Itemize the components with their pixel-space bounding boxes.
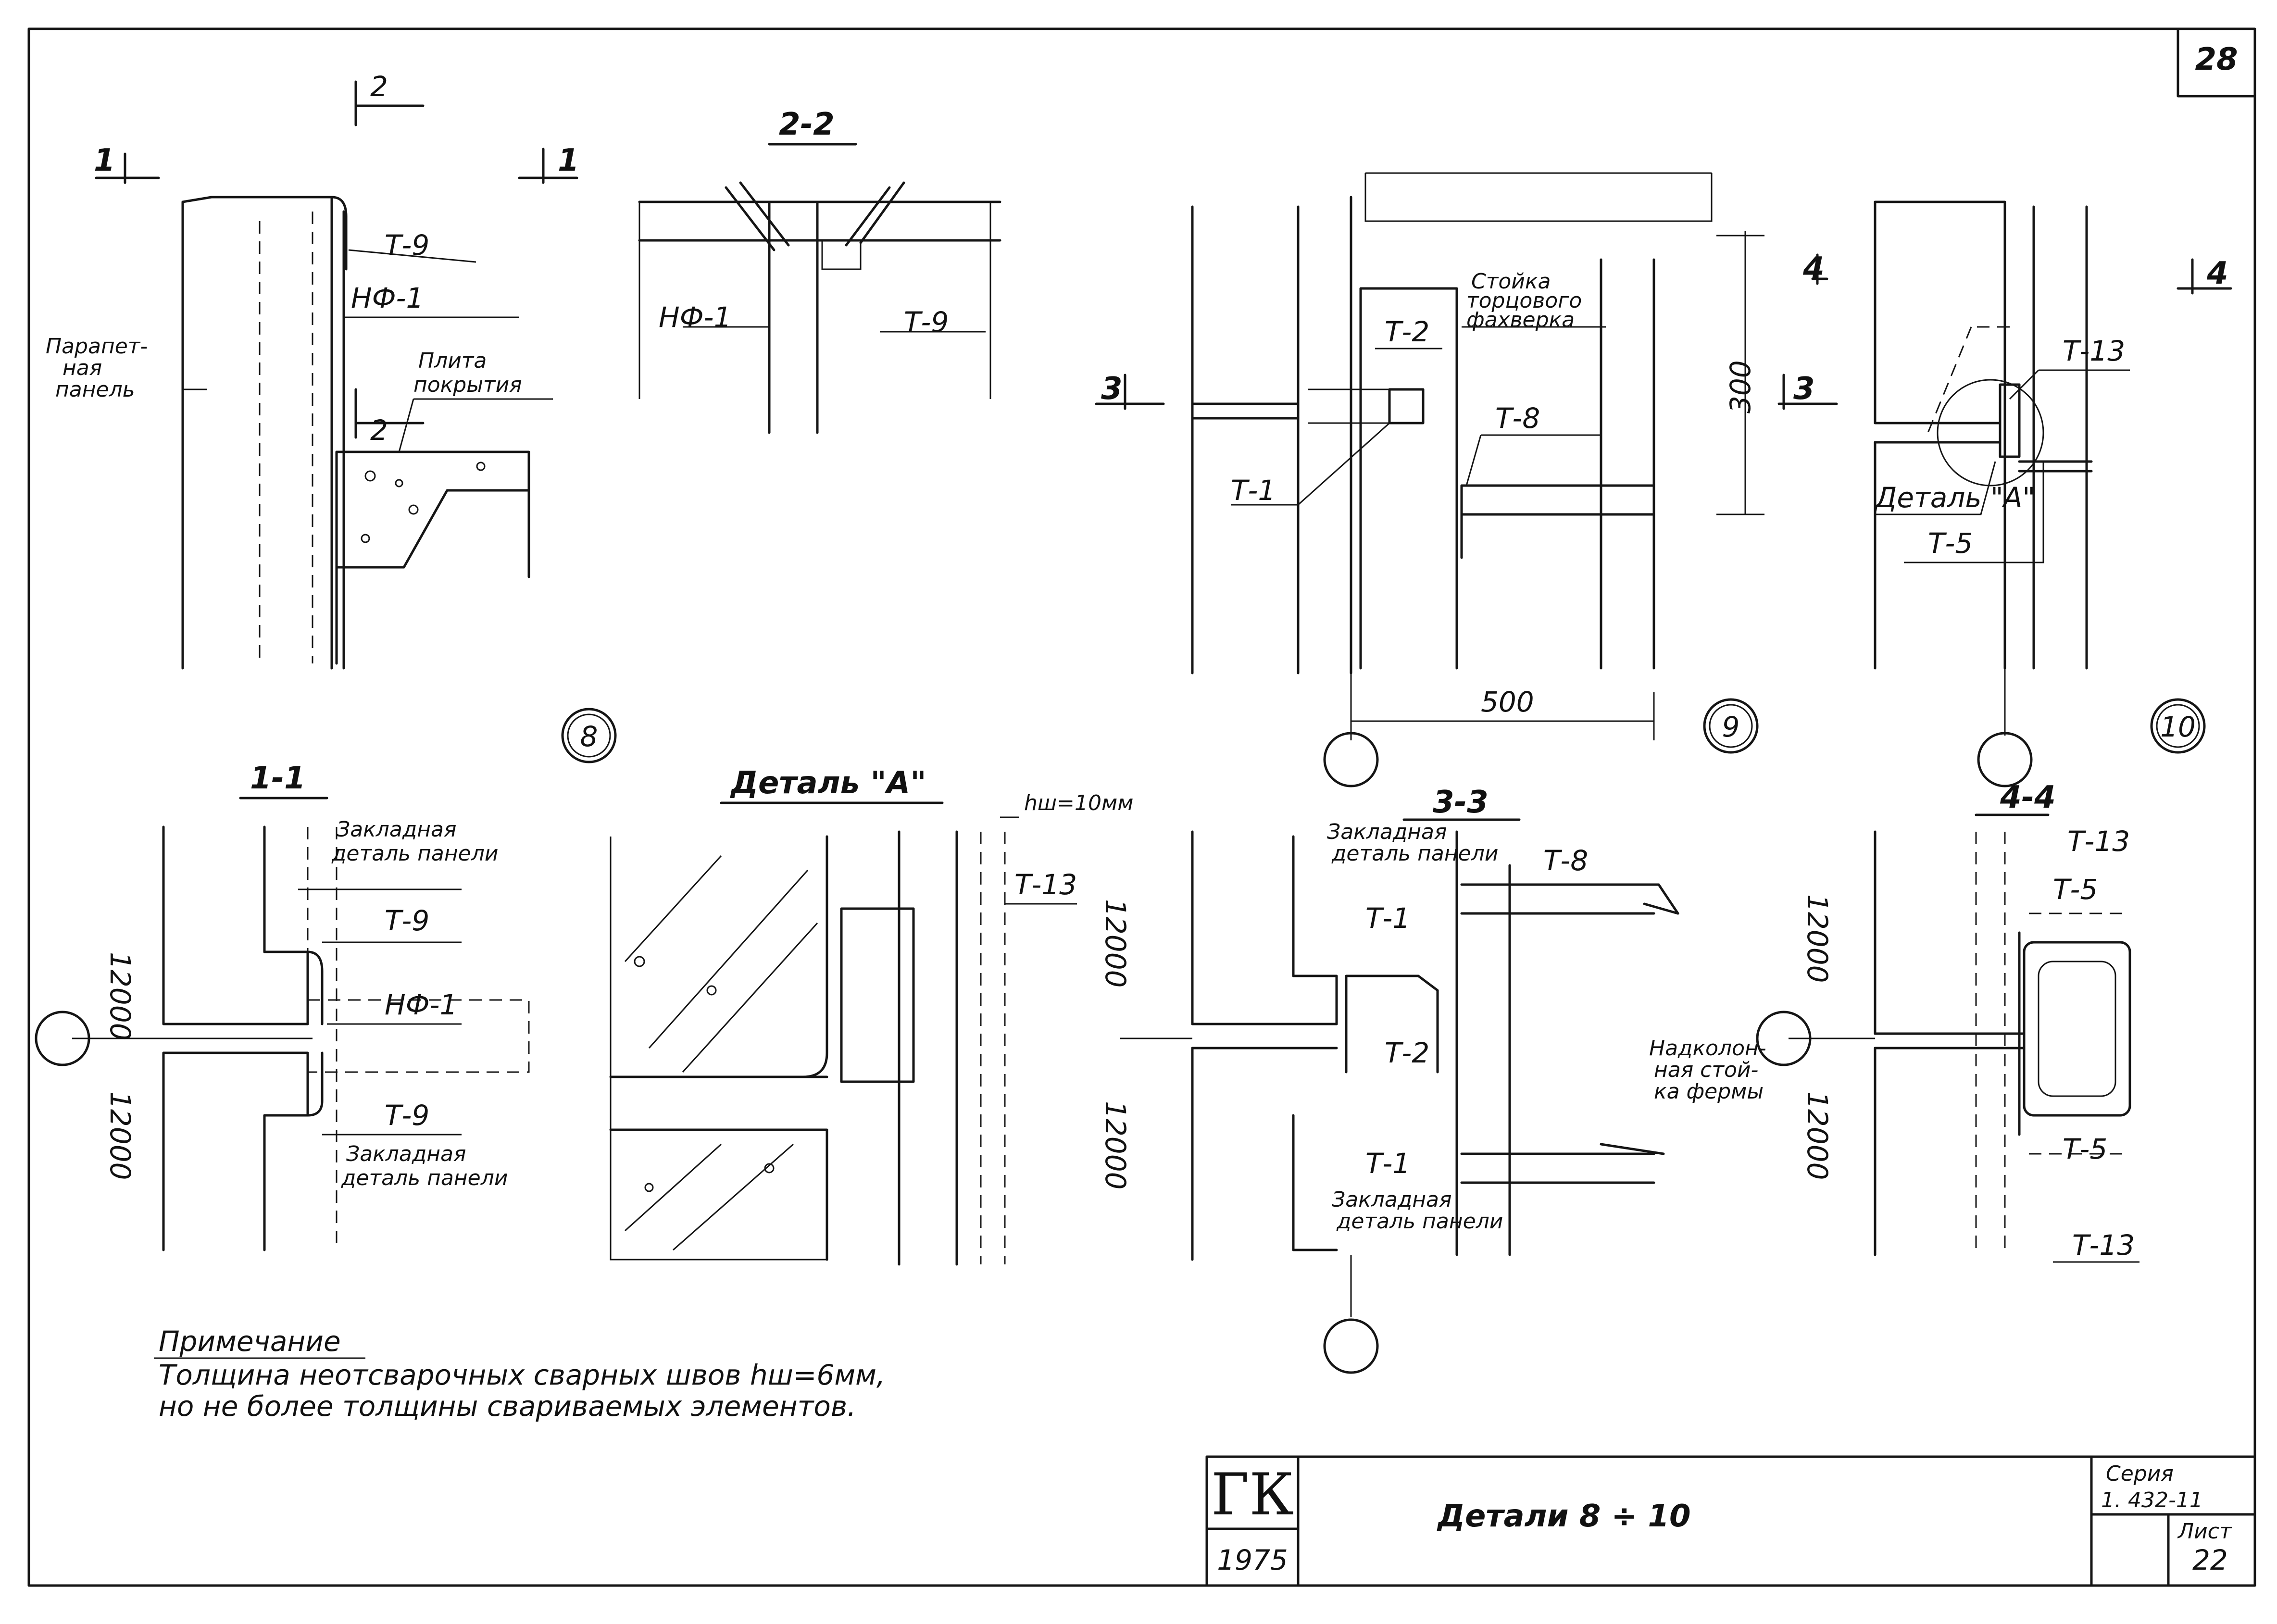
- detail-8: 2 1 1 2 Т-9 НФ-1 Парапет- ная панель Пли…: [46, 70, 617, 763]
- series-label: Серия: [2106, 1462, 2174, 1486]
- section-3-3-title: 3-3: [1433, 785, 1489, 820]
- title-block-logo: ГК: [1211, 1462, 1294, 1528]
- detail-9-cut-3-right: 3: [1793, 371, 1815, 407]
- detail-9-stand-1: Стойка: [1471, 269, 1551, 294]
- detail-9-t1: Т-1: [1231, 474, 1276, 507]
- parapet-label-3: панель: [55, 377, 135, 402]
- section-4-4-t13-b: Т-13: [2072, 1229, 2135, 1262]
- section-3-3-embed-top-2: деталь панели: [1331, 841, 1498, 866]
- nf1-label: НФ-1: [351, 282, 424, 314]
- section-3-3-embed-bottom-1: Закладная: [1332, 1187, 1451, 1212]
- section-2-2: 2-2 НФ-1 Т-9: [638, 107, 1001, 434]
- detail-9-stand-2: торцового: [1466, 288, 1582, 313]
- section-1-1-embed-top-1: Закладная: [337, 817, 456, 842]
- section-1-1-embed-top-2: деталь панели: [331, 841, 498, 866]
- section-3-3-t1-bottom: Т-1: [1365, 1147, 1410, 1180]
- section-2-2-t9: Т-9: [904, 306, 949, 338]
- section-1-1-dim-bottom: 12000: [104, 1091, 137, 1180]
- section-1-1: 1-1 Закладная деталь панели Т-9 НФ-1 Т-9…: [35, 761, 530, 1251]
- detail-9-t2: Т-2: [1385, 315, 1429, 348]
- sheet-frame: [27, 27, 2256, 1587]
- note-heading: Примечание: [159, 1325, 341, 1358]
- section-3-3-embed-bottom-2: деталь панели: [1336, 1209, 1503, 1234]
- title-block-title: Детали 8 ÷ 10: [1437, 1499, 1690, 1534]
- detail-a-t13: Т-13: [1014, 868, 1077, 901]
- section-3-3-truss-2: ная стой-: [1654, 1058, 1758, 1082]
- detail-9-cut-3-left: 3: [1101, 371, 1123, 407]
- section-1-1-dim-top: 12000: [104, 952, 137, 1041]
- section-4-4-dim-bottom: 12000: [1801, 1091, 1834, 1180]
- section-3-3-dim-top: 12000: [1099, 899, 1132, 988]
- section-3-3-t8: Т-8: [1543, 844, 1588, 877]
- detail-10-number: 10: [2160, 711, 2196, 743]
- section-3-3: 3-3 Закладная деталь панели Т-8 Т-1 Т-2 …: [1099, 785, 1766, 1374]
- detail-a-hw: hш=10мм: [1024, 791, 1133, 815]
- slab-label-2: покрытия: [413, 373, 522, 397]
- section-1-1-t9-bottom: Т-9: [385, 1099, 429, 1132]
- sheet-label: Лист: [2177, 1519, 2232, 1544]
- detail-10-cut-4-right: 4: [2206, 256, 2228, 291]
- detail-10-detail-a: Деталь "А": [1874, 481, 2035, 514]
- section-1-1-t9-top: Т-9: [385, 904, 429, 937]
- detail-9-t8: Т-8: [1495, 402, 1540, 435]
- detail-9-number: 9: [1722, 711, 1740, 743]
- note-line-1: Толщина неотсварочных сварных швов hш=6м…: [159, 1359, 885, 1391]
- section-4-4-t5-b: Т-5: [2063, 1133, 2107, 1165]
- parapet-label-1: Парапет-: [46, 334, 148, 359]
- title-block-year: 1975: [1217, 1544, 1288, 1576]
- section-4-4-title: 4-4: [2000, 780, 2056, 815]
- page-number: 28: [2195, 42, 2238, 77]
- section-3-3-t1-top: Т-1: [1365, 902, 1410, 935]
- parapet-label-2: ная: [63, 356, 102, 380]
- section-3-3-dim-bottom: 12000: [1099, 1101, 1132, 1190]
- section-3-3-embed-top-1: Закладная: [1327, 820, 1447, 844]
- cut-1-label-left: 1: [94, 143, 115, 178]
- detail-8-number: 8: [580, 720, 598, 753]
- section-4-4-t5-a: Т-5: [2053, 873, 2098, 906]
- cut-2-label: 2: [370, 70, 388, 103]
- section-4-4: 4-4 Т-13 Т-5 Т-5 Т-13 12000 12000: [1756, 780, 2139, 1263]
- section-1-1-embed-bottom-2: деталь панели: [341, 1166, 508, 1190]
- title-block: ГК 1975 Детали 8 ÷ 10 Серия 1. 432-11 Ли…: [1205, 1455, 2256, 1587]
- note: Примечание Толщина неотсварочных сварных…: [154, 1325, 885, 1423]
- section-1-1-nf1: НФ-1: [385, 988, 457, 1021]
- section-3-3-truss-1: Надколон-: [1649, 1036, 1766, 1061]
- section-3-3-t2: Т-2: [1385, 1037, 1429, 1069]
- detail-9-dim-500: 500: [1481, 686, 1534, 718]
- section-4-4-t13-a: Т-13: [2067, 825, 2130, 858]
- note-line-2: но не более толщины свариваемых элементо…: [159, 1390, 856, 1423]
- section-2-2-nf1: НФ-1: [659, 301, 731, 334]
- detail-10-t13: Т-13: [2063, 335, 2125, 367]
- detail-9-stand-3: фахверка: [1466, 308, 1575, 332]
- section-1-1-title: 1-1: [250, 761, 306, 796]
- series-value: 1. 432-11: [2101, 1488, 2203, 1512]
- detail-9-dim-300: 300: [1724, 360, 1757, 413]
- detail-a: Деталь "А" hш=10мм Т-13: [609, 765, 1133, 1266]
- section-4-4-dim-top: 12000: [1801, 894, 1834, 983]
- detail-a-title: Деталь "А": [730, 765, 926, 801]
- slab-label-1: Плита: [418, 349, 487, 373]
- section-2-2-title: 2-2: [779, 107, 835, 142]
- detail-9: 3 3 Стойка торцового фахверка Т-2 Т-8 Т-…: [1095, 172, 1838, 787]
- detail-10-cut-4-left: 4: [1802, 251, 1825, 287]
- section-3-3-truss-3: ка фермы: [1654, 1079, 1764, 1104]
- cut-1-label-right: 1: [558, 143, 579, 178]
- sheet-value: 22: [2192, 1544, 2228, 1576]
- cut-2-label-lower: 2: [370, 414, 388, 447]
- page-number-box: 28: [2177, 27, 2256, 98]
- section-1-1-embed-bottom-1: Закладная: [346, 1142, 466, 1166]
- t9-label: Т-9: [385, 229, 429, 262]
- detail-10-t5: Т-5: [1928, 527, 1973, 560]
- detail-10: 4 4 Т-13 Деталь "А" Т-5 10: [1802, 200, 2232, 787]
